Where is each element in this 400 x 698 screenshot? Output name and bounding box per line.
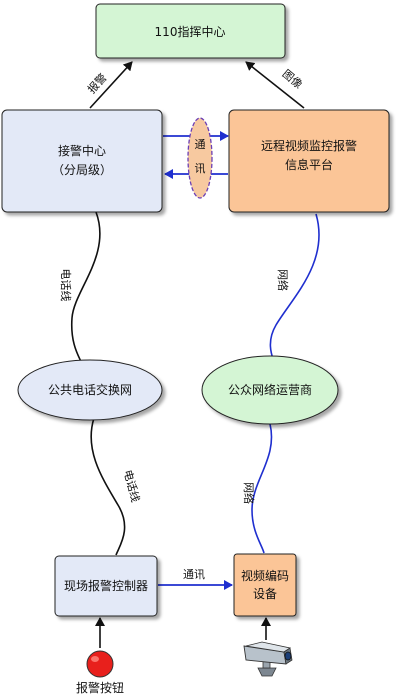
node-public-operator: 公众网络运营商	[201, 355, 339, 425]
node-video-encoder: 视频编码 设备	[233, 553, 297, 617]
command-center-label: 110指挥中心	[155, 24, 226, 39]
remote-platform-line2: 信息平台	[285, 157, 333, 172]
comm-lower-label: 通讯	[183, 568, 205, 581]
comm-oval-top-label: 通	[195, 138, 206, 151]
edge-network-upper	[269, 213, 320, 363]
node-receiving-center: 接警中心 （分局级）	[1, 109, 163, 213]
node-telephone-network: 公共电话交换网	[17, 359, 163, 421]
receiving-center-line2: （分局级）	[52, 163, 112, 177]
receiving-center-line1: 接警中心	[58, 143, 106, 158]
public-operator-label: 公众网络运营商	[228, 382, 312, 397]
video-encoder-line2: 设备	[253, 587, 277, 601]
site-controller-label: 现场报警控制器	[64, 578, 148, 593]
camera-icon	[243, 641, 293, 677]
alarm-button-icon	[86, 650, 114, 678]
node-site-controller: 现场报警控制器	[54, 555, 158, 617]
report-alarm-label: 报警	[84, 70, 109, 96]
telephone-network-label: 公共电话交换网	[48, 382, 132, 397]
comm-oval: 通 讯	[187, 117, 213, 199]
edge-phone-line-upper	[70, 211, 101, 365]
edge-phone-line-lower	[90, 417, 126, 556]
phone-line-lower-label: 电话线	[121, 468, 143, 503]
node-remote-platform: 远程视频监控报警 信息平台	[228, 109, 390, 213]
edge-network-lower	[251, 423, 273, 554]
video-encoder-line1: 视频编码	[241, 568, 289, 583]
phone-line-upper-label: 电话线	[59, 269, 73, 302]
network-upper-label: 网络	[276, 269, 290, 291]
edge-image	[245, 61, 305, 109]
comm-oval-bottom-label: 讯	[195, 162, 206, 175]
image-label: 图像	[280, 67, 305, 91]
node-command-center: 110指挥中心	[95, 3, 286, 59]
remote-platform-line1: 远程视频监控报警	[261, 138, 357, 153]
alarm-button-label: 报警按钮	[76, 680, 124, 695]
edge-report-alarm	[89, 61, 133, 109]
network-lower-label: 网络	[242, 482, 256, 504]
